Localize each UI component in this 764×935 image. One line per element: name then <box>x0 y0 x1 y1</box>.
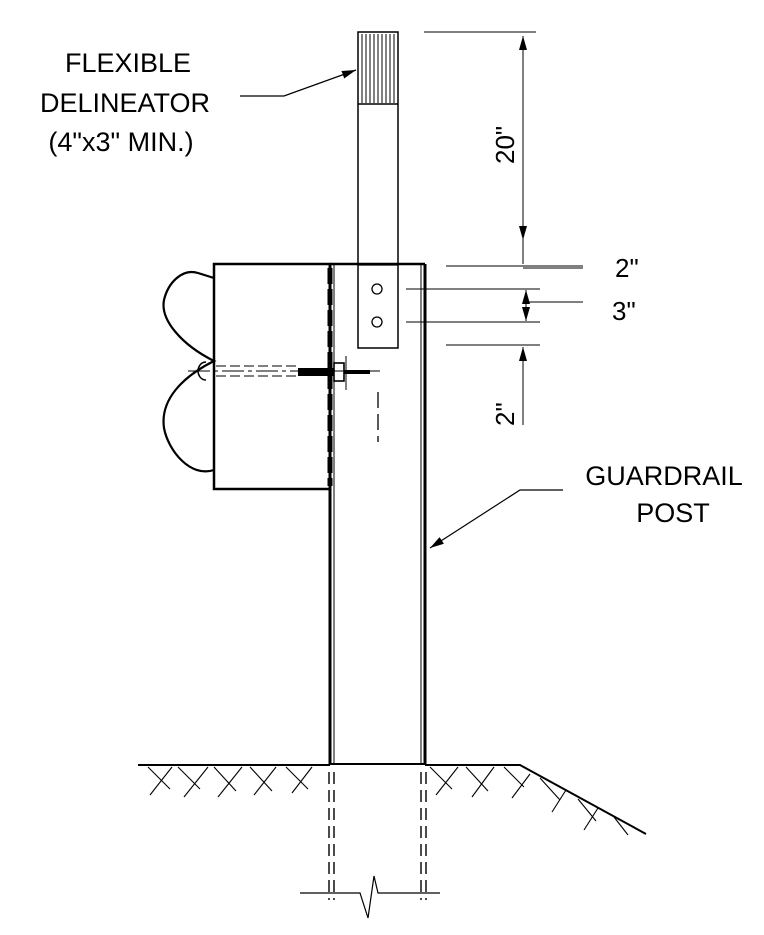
dimension-label-2in-bottom: 2" <box>490 402 520 426</box>
delineator-base-plate <box>358 264 398 328</box>
mounting-hole-lower <box>371 316 383 328</box>
delineator-leader-arrow <box>240 69 357 97</box>
flexible-delineator <box>357 31 399 349</box>
post-label-line2: POST <box>636 498 710 528</box>
w-beam-rail <box>162 270 217 473</box>
bolt-thread <box>298 368 334 376</box>
post-bolt <box>188 356 382 442</box>
dimension-label-2in-top: 2" <box>615 253 639 283</box>
offset-block <box>212 262 333 491</box>
break-line <box>300 875 440 919</box>
delineator-label-line1: FLEXIBLE <box>65 48 191 78</box>
post-label-line1: GUARDRAIL <box>585 461 743 491</box>
ground-surface <box>138 764 647 836</box>
dimension-lines <box>406 31 583 425</box>
dimension-label-3in: 3" <box>612 296 636 326</box>
post-leader-arrow <box>429 489 563 549</box>
bolt-nut <box>333 362 345 382</box>
delineator-label-line2: DELINEATOR <box>40 88 210 118</box>
delineator-label-line3: (4"x3" MIN.) <box>48 127 193 157</box>
delineator-label: FLEXIBLE DELINEATOR (4"x3" MIN.) <box>40 48 210 157</box>
guardrail-post <box>328 262 427 765</box>
embedded-post-hidden <box>328 772 427 900</box>
post-label: GUARDRAIL POST <box>585 461 743 528</box>
dimension-label-20in: 20" <box>490 126 520 164</box>
delineator-reflective-sheeting <box>358 34 398 105</box>
mounting-hole-upper <box>371 283 383 295</box>
